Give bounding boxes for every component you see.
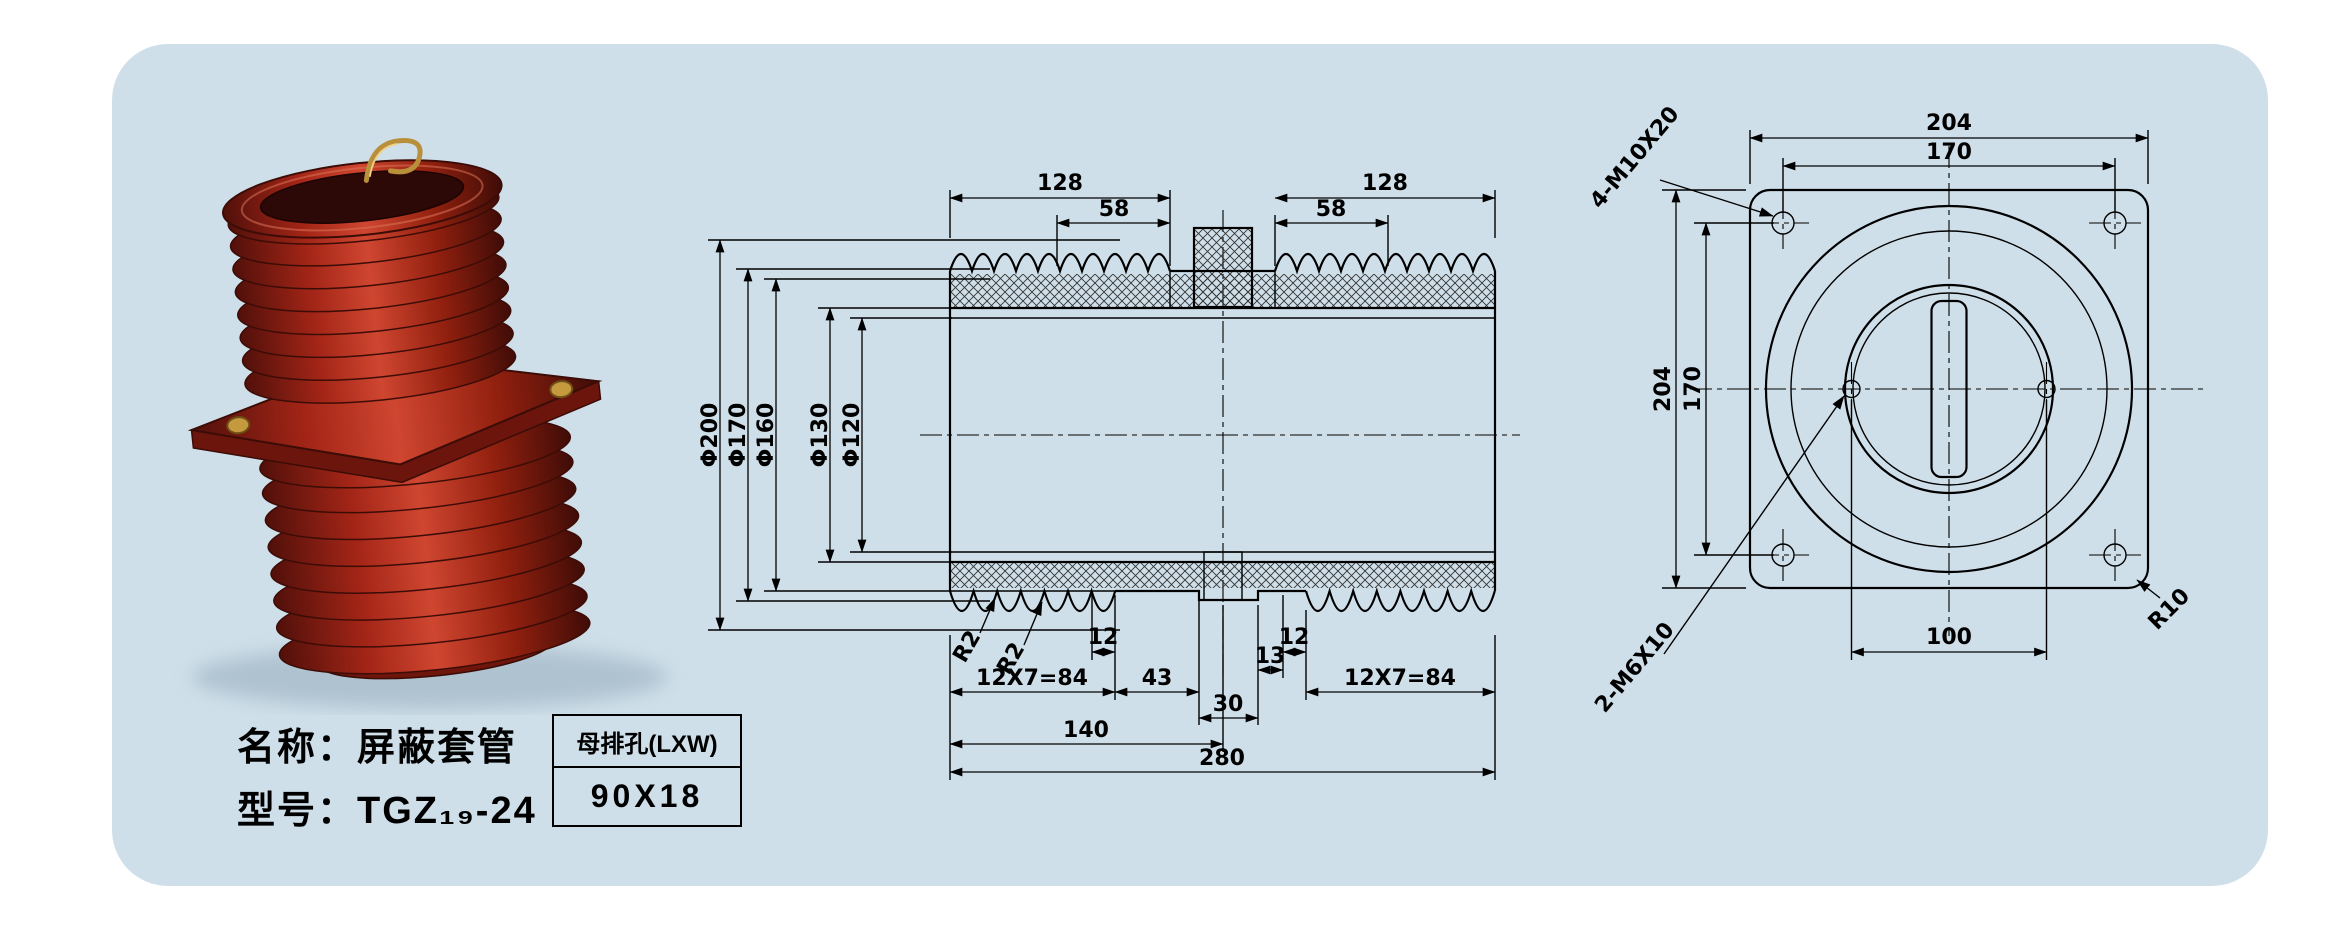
- dim-204-top: 204: [1926, 111, 1972, 136]
- dim-128-right: 128: [1362, 171, 1408, 196]
- dim-43: 43: [1142, 666, 1173, 691]
- dim-dia-170: Φ170: [726, 403, 751, 468]
- dim-30: 30: [1213, 692, 1244, 717]
- flange-plate: [187, 354, 603, 484]
- label-2-m6x10: 2-M6X10: [1590, 618, 1679, 718]
- dim-dia-130: Φ130: [808, 403, 833, 468]
- section-bottom-dimensions: 12 12 13 12X7=84 43 12X7=84 30 140 280: [949, 595, 1496, 780]
- front-view-drawing: 204 170 204 170 100 4-M10X20 2-M6X10 R10: [1585, 102, 2205, 718]
- label-4-m10x20: 4-M10X20: [1585, 102, 1684, 213]
- product-photo: [187, 138, 668, 709]
- dim-12-left: 12: [1088, 625, 1119, 650]
- dim-128-left: 128: [1037, 171, 1083, 196]
- dim-140: 140: [1063, 718, 1109, 743]
- dim-100-bottom: 100: [1926, 625, 1972, 650]
- busbar-hole-table: 母排孔(LXW) 90X18: [552, 714, 742, 827]
- busbar-table-header: 母排孔(LXW): [554, 716, 740, 768]
- dim-58-left: 58: [1099, 197, 1130, 222]
- flange-screw-right: [549, 380, 574, 399]
- dim-204-left: 204: [1651, 366, 1676, 412]
- wire-loop: [363, 138, 423, 183]
- section-top-dimensions: 128 128 58 58: [949, 171, 1496, 266]
- front-dimensions: 204 170 204 170 100 4-M10X20 2-M6X10 R10: [1585, 102, 2195, 718]
- dim-12x7-right: 12X7=84: [1344, 666, 1456, 691]
- dim-170-top: 170: [1926, 140, 1972, 165]
- busbar-slot: [1930, 299, 1968, 479]
- front-outline: [1748, 188, 2150, 590]
- flange-screw-left: [226, 416, 251, 435]
- dim-dia-160: Φ160: [754, 403, 779, 468]
- dim-12-right: 12: [1279, 625, 1310, 650]
- busbar-hole-section: [1203, 551, 1243, 601]
- product-name-label: 名称：屏蔽套管: [237, 727, 518, 769]
- dim-12x7-left: 12X7=84: [976, 666, 1088, 691]
- section-view-drawing: 128 128 58 58 Φ200 Φ170 Φ160 Φ130 Φ120 R…: [698, 171, 1520, 780]
- dim-dia-120: Φ120: [840, 403, 865, 468]
- dim-dia-200: Φ200: [698, 403, 723, 468]
- m6-holes: [1842, 379, 2056, 399]
- dim-280: 280: [1199, 746, 1245, 771]
- section-hatch: [950, 228, 1495, 588]
- section-diameter-dimensions: Φ200 Φ170 Φ160 Φ130 Φ120: [698, 239, 1120, 631]
- product-model-label: 型号：TGZ₁₉-24: [237, 790, 537, 832]
- busbar-table-value: 90X18: [590, 778, 704, 814]
- top-rim: [222, 159, 503, 239]
- section-outline: [948, 226, 1497, 613]
- dim-13: 13: [1255, 644, 1286, 669]
- dim-58-right: 58: [1316, 197, 1347, 222]
- dim-170-left: 170: [1681, 366, 1706, 412]
- bushing-body: [187, 138, 603, 680]
- front-centerlines: [1690, 146, 2205, 636]
